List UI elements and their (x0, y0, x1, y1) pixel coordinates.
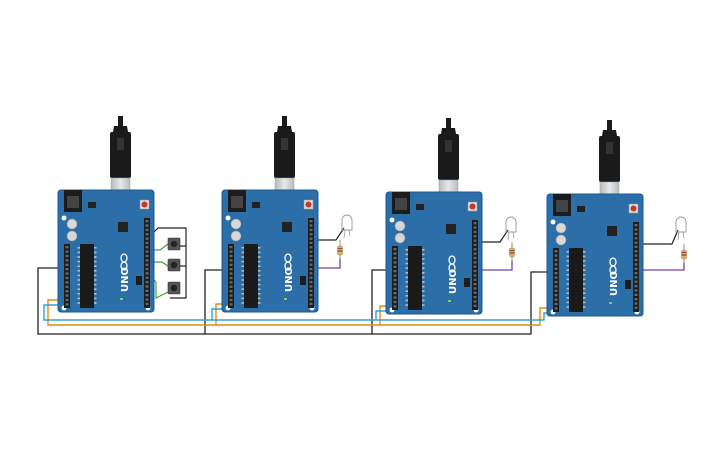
led-icon[interactable] (341, 214, 353, 239)
atmega-chip (569, 248, 583, 312)
power-analog-header[interactable] (228, 244, 234, 308)
capacitor (66, 230, 78, 242)
arduino-infinity-logo (120, 253, 128, 271)
arduino-infinity-logo (448, 255, 456, 273)
push-button-icon[interactable] (167, 237, 181, 251)
digital-header[interactable] (308, 218, 314, 308)
arduino-uno-board[interactable]: UNO (385, 118, 483, 315)
wire-black-button-common[interactable] (149, 227, 187, 299)
arduino-uno-board[interactable]: UNO (57, 116, 155, 313)
wire-black-ground-2[interactable] (205, 269, 390, 335)
wire-purple-led-4[interactable] (638, 262, 685, 271)
capacitor (555, 234, 567, 246)
boards-layer: UNO UNO UNO UNO (57, 116, 644, 317)
usb-chip (446, 224, 456, 234)
atmega-chip (80, 244, 94, 308)
board-model-label: UNO (448, 269, 459, 294)
resistor-icon[interactable] (509, 242, 515, 262)
wire-blue-rx-2[interactable] (212, 310, 390, 321)
digital-header[interactable] (633, 222, 639, 312)
push-button-icon[interactable] (167, 281, 181, 295)
capacitor (230, 218, 242, 230)
board-model-label: UNO (120, 267, 131, 292)
wire-purple-led-2[interactable] (314, 258, 341, 269)
led-icon[interactable] (675, 216, 687, 241)
usb-chip (607, 226, 617, 236)
wire-black-ground-3[interactable] (372, 271, 551, 335)
arduino-infinity-logo (284, 253, 292, 271)
wire-black-led-4[interactable] (638, 229, 679, 245)
resistor-icon[interactable] (337, 240, 343, 260)
push-button-icon[interactable] (167, 258, 181, 272)
peripherals-layer (167, 214, 687, 295)
atmega-chip (244, 244, 258, 308)
usb-chip (118, 222, 128, 232)
wire-blue-rx-1[interactable] (43, 304, 226, 321)
power-analog-header[interactable] (392, 246, 398, 310)
digital-header[interactable] (144, 218, 150, 308)
capacitor (394, 232, 406, 244)
wire-purple-led-3[interactable] (476, 260, 513, 271)
arduino-uno-board[interactable]: UNO (221, 116, 319, 313)
capacitor (230, 230, 242, 242)
arduino-infinity-logo (609, 257, 617, 275)
wire-black-led-3[interactable] (476, 229, 509, 243)
wire-orange-tx-2[interactable] (216, 305, 390, 326)
wire-black-ground-1[interactable] (37, 267, 226, 335)
capacitor (66, 218, 78, 230)
capacitor (394, 220, 406, 232)
led-icon[interactable] (505, 216, 517, 241)
wire-orange-tx-1[interactable] (47, 299, 226, 326)
wire-orange-tx-3[interactable] (380, 307, 551, 326)
atmega-chip (408, 246, 422, 310)
digital-header[interactable] (472, 220, 478, 310)
usb-chip (282, 222, 292, 232)
arduino-uno-board[interactable]: UNO (546, 120, 644, 317)
wire-black-led-2[interactable] (314, 227, 345, 241)
power-analog-header[interactable] (64, 244, 70, 308)
wire-layer (37, 227, 685, 335)
board-model-label: UNO (609, 271, 620, 296)
power-analog-header[interactable] (553, 248, 559, 312)
board-model-label: UNO (284, 267, 295, 292)
resistor-icon[interactable] (681, 244, 687, 264)
capacitor (555, 222, 567, 234)
